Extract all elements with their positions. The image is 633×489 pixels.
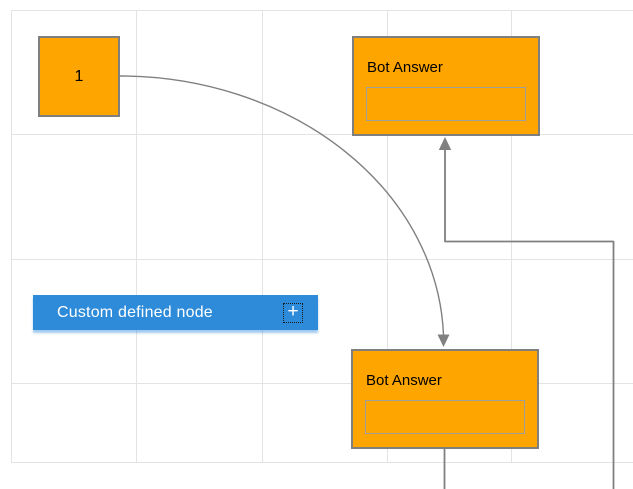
answer-input[interactable]	[366, 87, 526, 121]
node-title: Bot Answer	[366, 372, 442, 389]
node-start-label: 1	[74, 67, 84, 85]
node-title: Bot Answer	[367, 59, 443, 76]
connector-curve[interactable]	[119, 75, 450, 347]
add-port-button[interactable]: +	[283, 301, 303, 323]
node-bot-answer-top[interactable]: Bot Answer	[352, 36, 540, 136]
node-start[interactable]: 1	[38, 36, 120, 117]
answer-input[interactable]	[365, 400, 525, 434]
node-custom-defined[interactable]: Custom defined node +	[33, 295, 318, 330]
plus-icon: +	[287, 301, 299, 322]
arrowhead-down-icon	[437, 334, 450, 347]
custom-node-label: Custom defined node	[57, 303, 213, 321]
node-bot-answer-bottom[interactable]: Bot Answer	[351, 349, 539, 449]
arrowhead-up-icon	[438, 137, 452, 150]
connector-elbow[interactable]	[438, 137, 615, 489]
